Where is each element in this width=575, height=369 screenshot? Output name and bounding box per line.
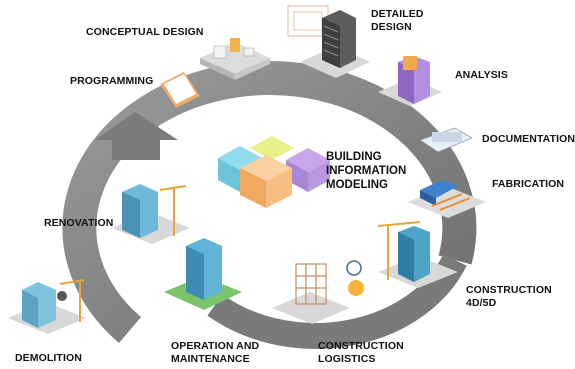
label-programming: PROGRAMMING — [70, 75, 154, 87]
construction-logistics-illustration — [272, 260, 364, 324]
conceptual-design-illustration — [200, 38, 270, 80]
ring-arrow-head — [95, 112, 178, 160]
detailed-design-illustration — [287, 5, 370, 78]
label-documentation: DOCUMENTATION — [482, 133, 575, 145]
label-renovation: RENOVATION — [44, 217, 114, 229]
label-conceptual-design: CONCEPTUAL DESIGN — [86, 26, 204, 38]
label-analysis: ANALYSIS — [455, 69, 508, 81]
label-operation-maintenance: OPERATION AND MAINTENANCE — [171, 340, 260, 365]
construction-4d5d-illustration — [377, 221, 458, 288]
bim-cubes-icon — [218, 136, 330, 208]
demolition-illustration — [8, 279, 86, 334]
label-construction-logistics: CONSTRUCTION LOGISTICS — [318, 340, 404, 365]
label-fabrication: FABRICATION — [492, 178, 565, 190]
label-construction-4d5d: CONSTRUCTION 4D/5D — [466, 284, 552, 309]
analysis-illustration — [378, 56, 442, 106]
label-demolition: DEMOLITION — [15, 352, 82, 364]
label-detailed-design: DETAILED DESIGN — [371, 8, 424, 33]
fabrication-illustration — [408, 180, 486, 218]
programming-illustration — [160, 72, 200, 108]
renovation-illustration — [112, 184, 190, 244]
documentation-illustration — [419, 127, 473, 153]
center-title: BUILDING INFORMATION MODELING — [326, 151, 407, 191]
operation-maintenance-illustration — [164, 238, 242, 310]
